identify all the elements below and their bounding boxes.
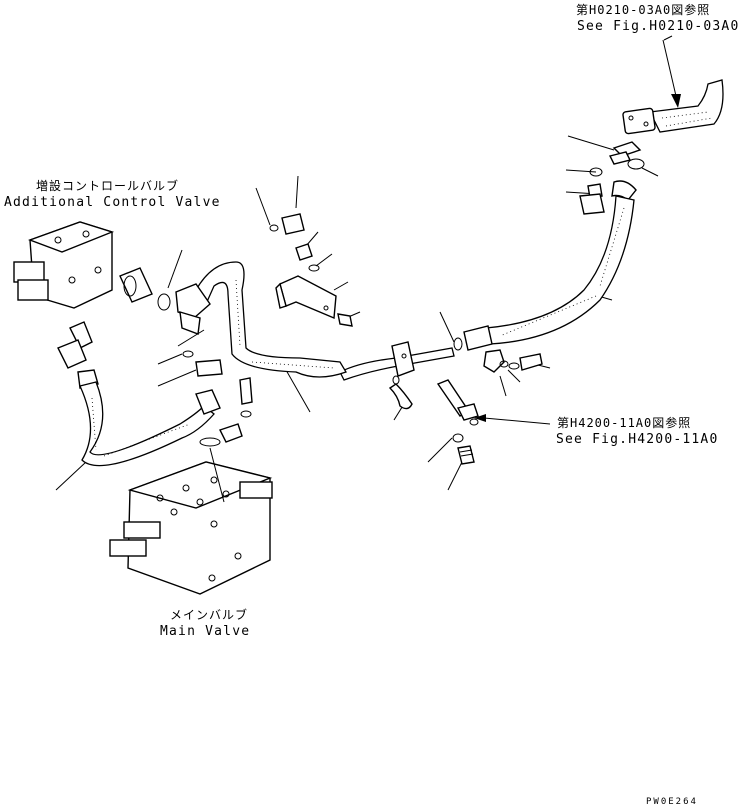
additional-control-valve: [13, 221, 153, 309]
bracket: [269, 213, 353, 327]
mid-hose: [157, 261, 347, 378]
acv-label-jp: 増設コントロールバルブ: [36, 179, 180, 193]
main-valve-body: [109, 437, 273, 595]
drawing-code: PW0E264: [646, 797, 698, 807]
upper-right-hose: [453, 79, 724, 351]
ref-mid-en: See Fig.H4200-11A0: [556, 432, 719, 447]
ref-top-jp: 第H0210-03A0図参照: [576, 3, 711, 17]
main-valve-label-en: Main Valve: [160, 624, 251, 639]
acv-label-en: Additional Control Valve: [4, 195, 221, 210]
center-tube: [339, 341, 455, 410]
main-valve-label-jp: メインバルブ: [170, 608, 249, 622]
ref-mid-jp: 第H4200-11A0図参照: [557, 416, 692, 430]
ref-top-en: See Fig.H0210-03A0: [577, 19, 739, 34]
right-fittings: [436, 349, 543, 465]
left-hose: [57, 321, 253, 467]
